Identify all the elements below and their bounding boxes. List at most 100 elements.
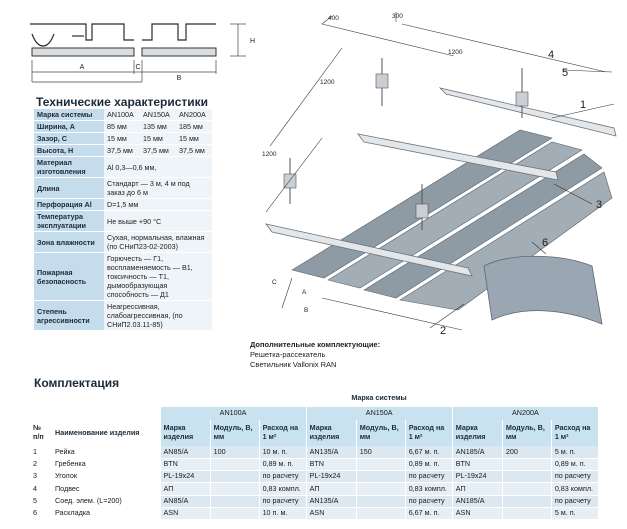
- corner-profile: [483, 255, 603, 325]
- table-row: 3 Уголок PL-19x24 по расчету PL-19x24 по…: [30, 470, 598, 484]
- kit-cell: 1: [30, 446, 52, 459]
- kit-cell: [209, 482, 260, 496]
- kit-cell: AN85/A: [159, 495, 211, 508]
- dim-400-label: 400: [328, 15, 339, 22]
- kit-cell: 5 м. п.: [550, 507, 598, 521]
- kit-cell: [209, 470, 260, 484]
- specs-value: 15 мм: [104, 132, 140, 145]
- kit-cell: 150: [355, 446, 406, 459]
- specs-label: Марка системы: [34, 109, 104, 121]
- kit-cell: AN185/A: [451, 495, 503, 508]
- kit-cell: по расчету: [550, 495, 598, 508]
- specs-value: Неагрессивная, слабоагрессивная, (по СНи…: [104, 300, 212, 331]
- kit-cell: [501, 458, 552, 472]
- kit-cell: PL-19x24: [451, 470, 503, 484]
- kit-cell: [209, 495, 260, 508]
- kit-cell: [209, 507, 260, 521]
- kit-system-an200a: AN200A: [451, 407, 598, 420]
- kit-cell: 0,89 м. п.: [550, 458, 598, 472]
- kit-col-module: Модуль, В, мм: [355, 420, 406, 446]
- dim-1200-side-label: 1200: [262, 151, 277, 158]
- specs-value: AN200A: [175, 109, 212, 121]
- specs-label: Длина: [34, 177, 104, 199]
- dim-b-iso-label: B: [304, 307, 308, 314]
- kit-cell: AN85/A: [159, 446, 211, 459]
- specs-row-width: Ширина, А 85 мм 135 мм 185 мм: [34, 120, 212, 133]
- kit-table: Марка системы AN100A AN150A AN200A № п/п…: [30, 390, 598, 521]
- specs-row-gap: Зазор, С 15 мм 15 мм 15 мм: [34, 132, 212, 145]
- kit-col-brand: Марка изделия: [159, 420, 211, 446]
- dim-1200-top-label: 1200: [448, 49, 463, 56]
- kit-cell: Раскладка: [52, 507, 160, 521]
- kit-cell: BTN: [159, 458, 211, 472]
- specs-value: Сухая, нормальная, влажная (по СНиП23-02…: [104, 231, 212, 253]
- dim-300-label: 300: [392, 13, 403, 20]
- ceiling-isometric-illustration: 400 300 1200 1200 1200 C A B 1 2 3 4 5 6: [262, 12, 617, 336]
- kit-cell: 0,83 компл.: [550, 482, 598, 496]
- kit-cell: по расчету: [258, 495, 307, 508]
- callout-6: 6: [542, 237, 548, 249]
- specs-row-length: Длина Стандарт — 3 м, 4 м под заказ до 6…: [34, 177, 212, 199]
- callout-2: 2: [440, 325, 446, 336]
- kit-col-qty: Расход на 1 м²: [550, 420, 598, 446]
- extra-components-title: Дополнительные комплектующие:: [250, 340, 381, 349]
- kit-system-header: Марка системы: [351, 393, 407, 403]
- kit-title: Комплектация: [34, 376, 120, 390]
- kit-cell: Рейка: [52, 446, 160, 459]
- kit-cell: по расчету: [404, 470, 453, 484]
- kit-col-qty: Расход на 1 м²: [258, 420, 307, 446]
- kit-cell: ASN: [305, 507, 357, 521]
- specs-value: 15 мм: [175, 132, 212, 145]
- kit-col-module: Модуль, В, мм: [209, 420, 260, 446]
- kit-cell: Подвес: [52, 482, 160, 496]
- dim-c-label: C: [135, 64, 140, 71]
- extra-component-item: Решетка-рассекатель: [250, 349, 326, 359]
- callout-1: 1: [580, 99, 586, 111]
- kit-cell: 6: [30, 507, 52, 521]
- table-row: 5 Соед. элем. (L=200) AN85/A по расчету …: [30, 495, 598, 508]
- specs-label: Высота, Н: [34, 144, 104, 157]
- specs-value: 85 мм: [104, 120, 140, 133]
- specs-label: Температура эксплуатации: [34, 210, 104, 232]
- kit-cell: AN185/A: [451, 446, 503, 459]
- specs-value: Не выше +90 °С: [104, 210, 212, 232]
- kit-cell: 10 м. п.: [258, 446, 307, 459]
- kit-cell: АП: [305, 482, 357, 496]
- profile-panel-b: [141, 47, 217, 57]
- specs-value: D=1,5 мм: [104, 198, 212, 211]
- specs-value: AN100A: [104, 109, 140, 121]
- dim-b-label: B: [177, 75, 182, 82]
- specs-row-fire: Пожарная безопасность Горючесть — Г1, во…: [34, 252, 212, 301]
- specs-label: Ширина, А: [34, 120, 104, 133]
- dim-a-label: A: [80, 64, 85, 71]
- kit-col-brand: Марка изделия: [305, 420, 357, 446]
- kit-cell: по расчету: [550, 470, 598, 484]
- kit-cell: [501, 482, 552, 496]
- kit-cell: [209, 458, 260, 472]
- kit-cell: [501, 495, 552, 508]
- kit-cell: BTN: [305, 458, 357, 472]
- kit-cell: 5: [30, 495, 52, 508]
- specs-row-material: Материал изготовления Al 0,3—0,6 мм,: [34, 156, 212, 178]
- kit-cell: [355, 482, 406, 496]
- dim-h-label: H: [250, 38, 255, 45]
- kit-cell: BTN: [451, 458, 503, 472]
- specs-value: 135 мм: [139, 120, 176, 133]
- kit-cell: АП: [451, 482, 503, 496]
- callout-4: 4: [548, 49, 554, 61]
- specs-value: AN150A: [139, 109, 176, 121]
- table-row: 4 Подвес АП 0,83 компл. АП 0,83 компл. А…: [30, 482, 598, 496]
- specs-value: 37,5 мм: [104, 144, 140, 157]
- extra-components: Дополнительные комплектующие: Решетка-ра…: [250, 340, 380, 369]
- kit-cell: [355, 470, 406, 484]
- profile-panel-a: [31, 47, 135, 57]
- specs-label: Перфорация Al: [34, 198, 104, 211]
- kit-empty-head: [30, 390, 160, 407]
- specs-label: Материал изготовления: [34, 156, 104, 178]
- specs-table: Марка системы AN100A AN150A AN200A Ширин…: [34, 109, 212, 331]
- kit-cell: 200: [501, 446, 552, 459]
- kit-cell: AN135/A: [305, 495, 357, 508]
- specs-row-height: Высота, Н 37,5 мм 37,5 мм 37,5 мм: [34, 144, 212, 157]
- specs-value: 37,5 мм: [175, 144, 212, 157]
- kit-col-name: Наименование изделия: [55, 427, 140, 437]
